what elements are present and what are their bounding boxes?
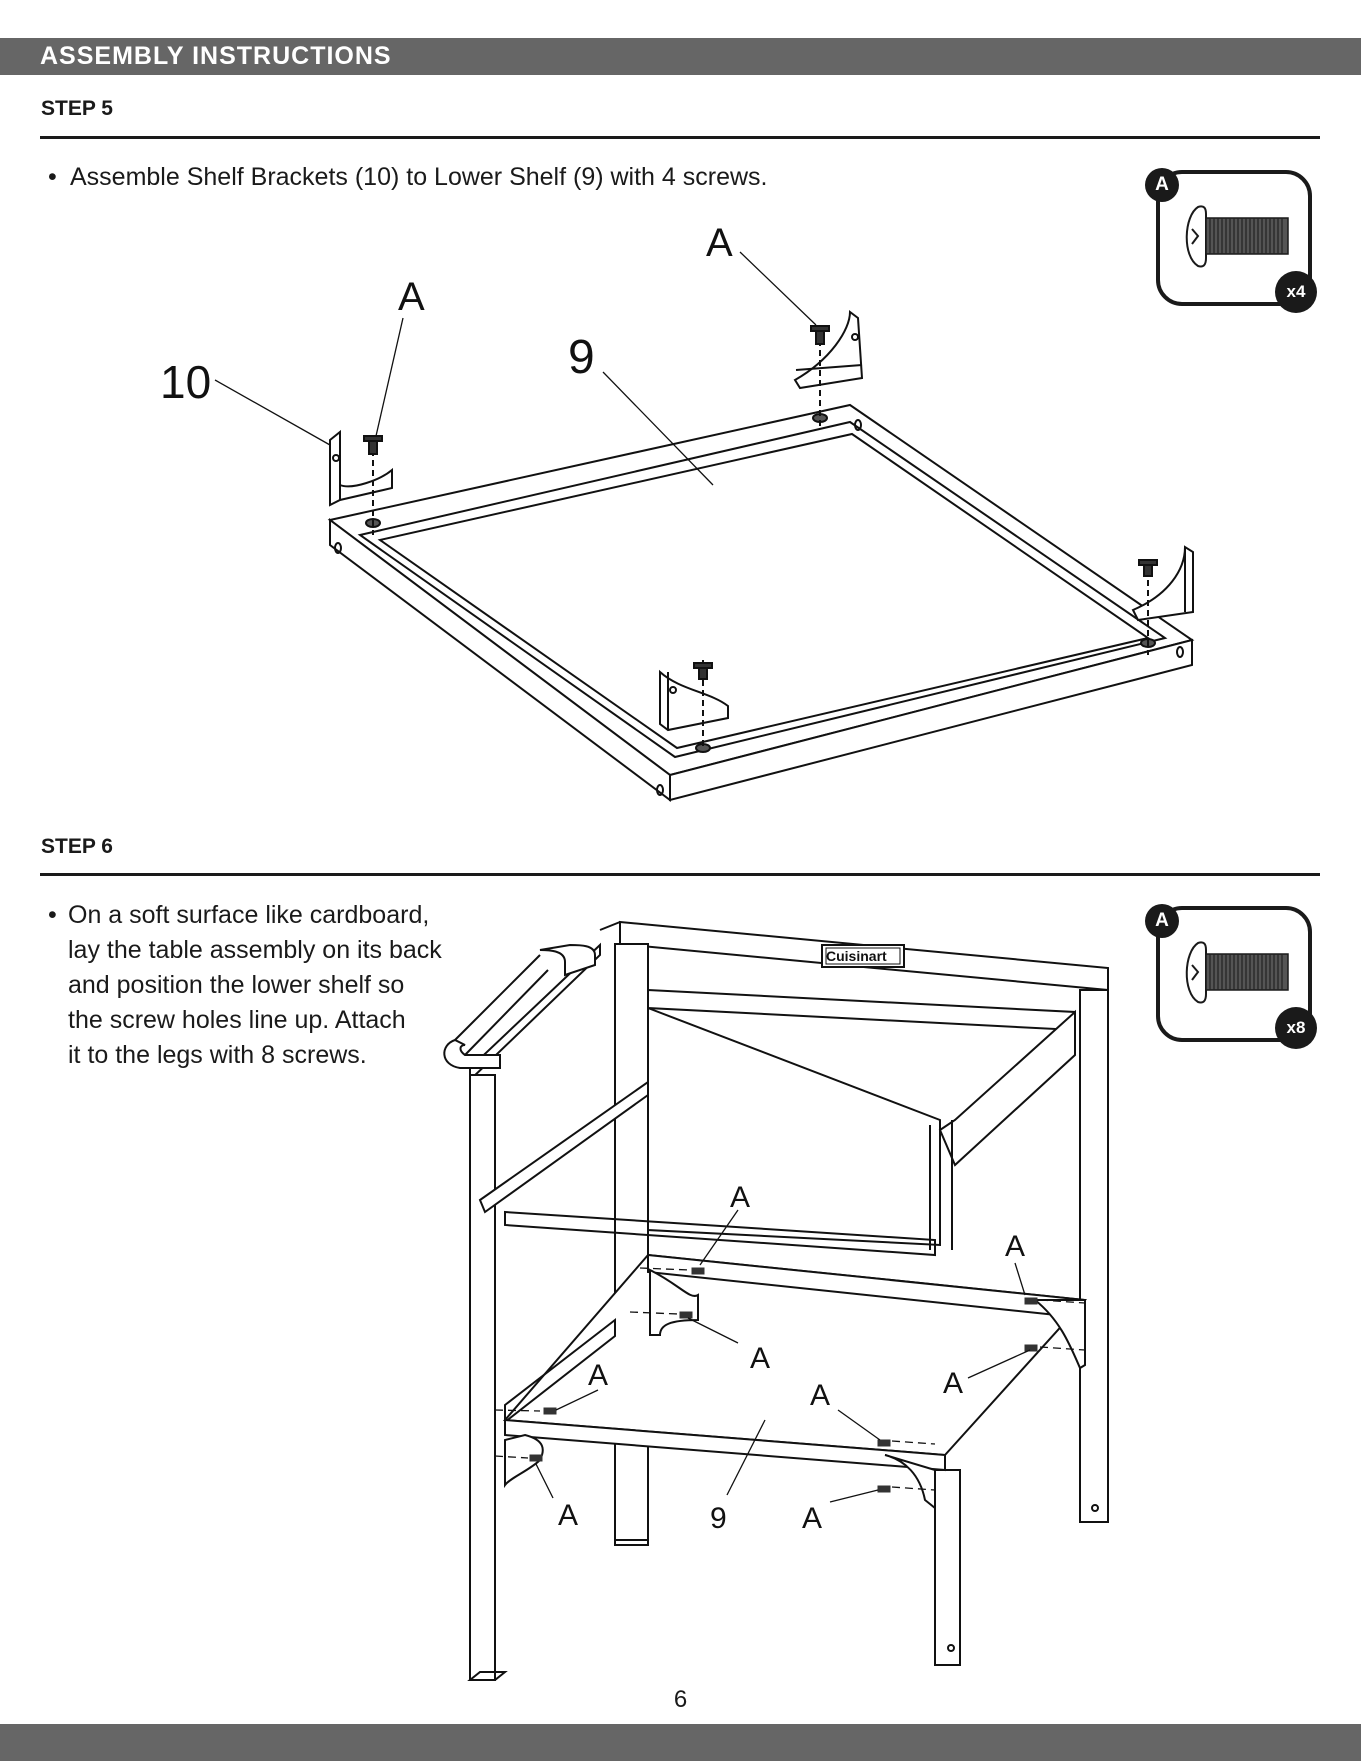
step5-callout-screw-1: A <box>398 275 425 319</box>
header-title: ASSEMBLY INSTRUCTIONS <box>40 42 392 70</box>
step5-hardware-qty-badge: x4 <box>1275 271 1317 313</box>
step6-callout-screw-1: A <box>730 1181 750 1214</box>
step6-callout-screw-2: A <box>1005 1230 1025 1263</box>
step6-instruction-text: On a soft surface like cardboard, lay th… <box>68 901 442 1069</box>
step6-hardware-box <box>1156 906 1312 1042</box>
step6-callout-screw-4: A <box>943 1367 963 1400</box>
step6-callout-screw-7: A <box>558 1499 578 1532</box>
step6-hardware-qty-badge: x8 <box>1275 1007 1317 1049</box>
brand-logo: Cuisinart <box>826 948 887 964</box>
step5-title: STEP 5 <box>41 97 113 120</box>
step5-callout-bracket: 10 <box>160 356 211 408</box>
screw-a-icon <box>1185 205 1289 268</box>
step6-callout-shelf: 9 <box>710 1502 727 1535</box>
step6-hardware-letter-badge: A <box>1145 904 1179 938</box>
step5-callout-shelf: 9 <box>568 331 595 384</box>
step5-divider <box>40 136 1320 139</box>
step6-callout-screw-6: A <box>810 1379 830 1412</box>
step5-instruction-text: Assemble Shelf Brackets (10) to Lower Sh… <box>70 163 768 191</box>
step6-callout-screw-8: A <box>802 1502 822 1535</box>
step6-callout-screw-5: A <box>588 1359 608 1392</box>
step6-divider <box>40 873 1320 876</box>
step5-bullet: • <box>48 163 57 191</box>
screw-a-icon <box>1185 941 1289 1004</box>
step6-bullet: • <box>48 901 57 929</box>
page-number: 6 <box>673 1686 688 1713</box>
step6-title: STEP 6 <box>41 835 113 858</box>
step5-callout-screw-2: A <box>706 221 733 265</box>
step6-callout-screw-3: A <box>750 1342 770 1375</box>
header-bar: ASSEMBLY INSTRUCTIONS <box>0 38 1361 75</box>
step6-instruction: • On a soft surface like cardboard, lay … <box>48 898 488 1073</box>
footer-bar <box>0 1724 1361 1761</box>
step5-instruction: • Assemble Shelf Brackets (10) to Lower … <box>48 160 1048 195</box>
step5-hardware-letter-badge: A <box>1145 168 1179 202</box>
step5-hardware-box <box>1156 170 1312 306</box>
